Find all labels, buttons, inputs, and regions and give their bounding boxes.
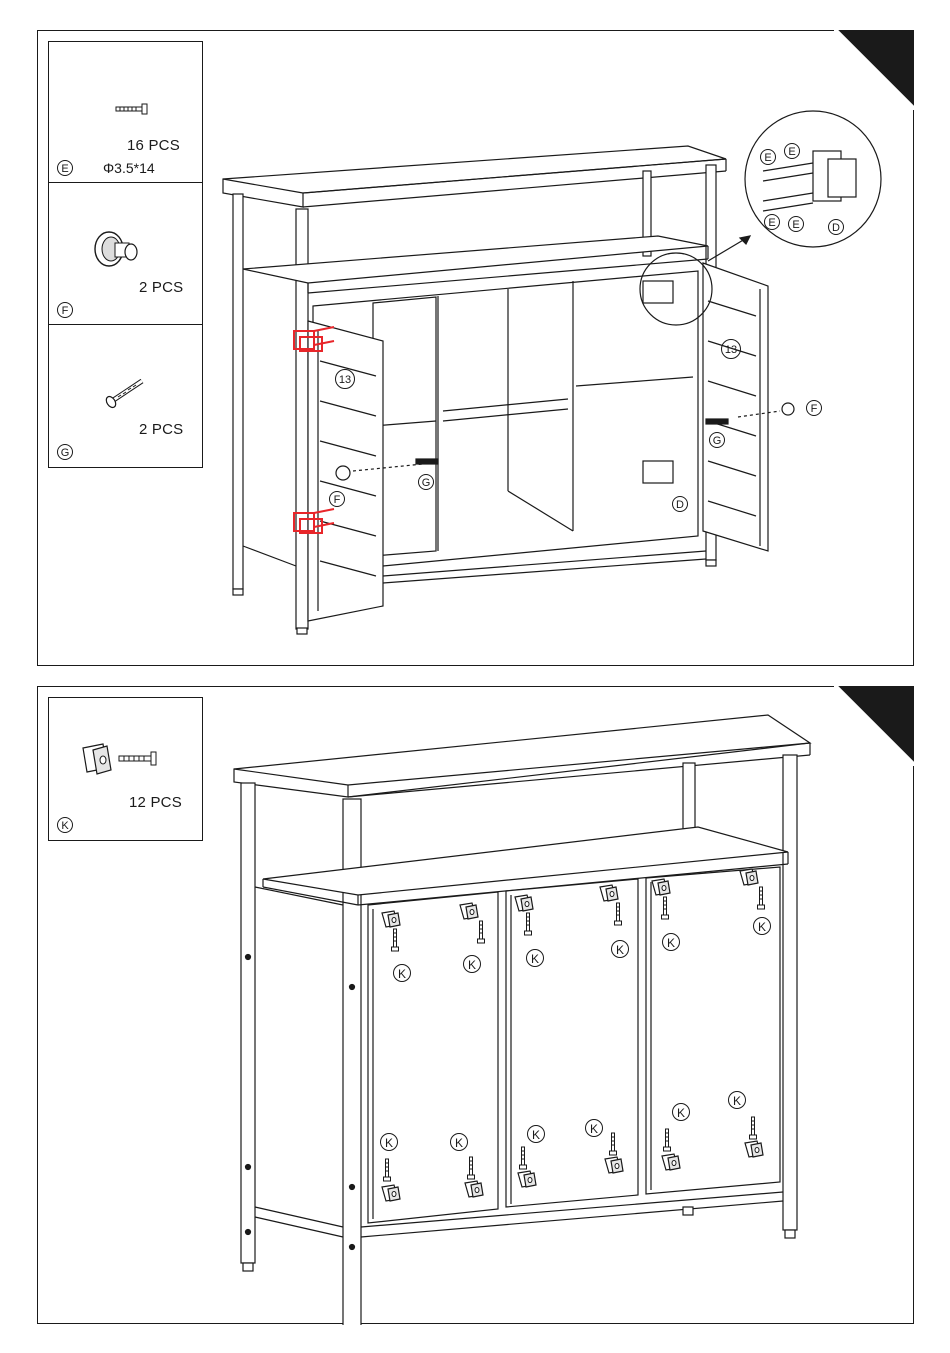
bracket-label: K (380, 1133, 398, 1151)
bracket-label: K (526, 949, 544, 967)
screw-icon (660, 895, 670, 921)
screw-icon (613, 901, 623, 927)
screw-icon (382, 1157, 392, 1183)
cabinet-door-assembly-drawing (38, 31, 915, 667)
screw-icon (756, 885, 766, 911)
bracket-icon (743, 1139, 765, 1161)
bracket-label: K (611, 940, 629, 958)
screw-icon (523, 911, 533, 937)
screw-icon (390, 927, 400, 953)
cabinet-bracket-assembly-drawing (38, 687, 915, 1325)
bracket-label: K (463, 955, 481, 973)
bracket-label: K (753, 917, 771, 935)
bracket-icon (380, 1183, 402, 1205)
door-number-label: 13 (335, 369, 355, 389)
bracket-label: K (672, 1103, 690, 1121)
bolt-label: G (709, 432, 725, 448)
hinge-label: D (672, 496, 688, 512)
screw-label: E (788, 216, 804, 232)
bracket-icon (516, 1169, 538, 1191)
bolt-label: G (418, 474, 434, 490)
screw-icon (608, 1131, 618, 1157)
screw-icon (748, 1115, 758, 1141)
knob-label: F (806, 400, 822, 416)
screw-label: E (764, 214, 780, 230)
bracket-icon (603, 1155, 625, 1177)
bracket-label: K (662, 933, 680, 951)
bracket-icon (660, 1152, 682, 1174)
bracket-label: K (450, 1133, 468, 1151)
screw-icon (466, 1155, 476, 1181)
hinge-label: D (828, 219, 844, 235)
screw-icon (476, 919, 486, 945)
bracket-label: K (393, 964, 411, 982)
screw-label: E (760, 149, 776, 165)
screw-label: E (784, 143, 800, 159)
bracket-label: K (527, 1125, 545, 1143)
bracket-label: K (585, 1119, 603, 1137)
screw-icon (662, 1127, 672, 1153)
knob-label: F (329, 491, 345, 507)
screw-icon (518, 1145, 528, 1171)
door-number-label: 13 (721, 339, 741, 359)
bracket-label: K (728, 1091, 746, 1109)
step-panel-2: 12 PCS K (37, 686, 914, 1324)
step-panel-1: 16 PCS E Φ3.5*14 2 PCS F 2 PCS G (37, 30, 914, 666)
bracket-icon (463, 1179, 485, 1201)
